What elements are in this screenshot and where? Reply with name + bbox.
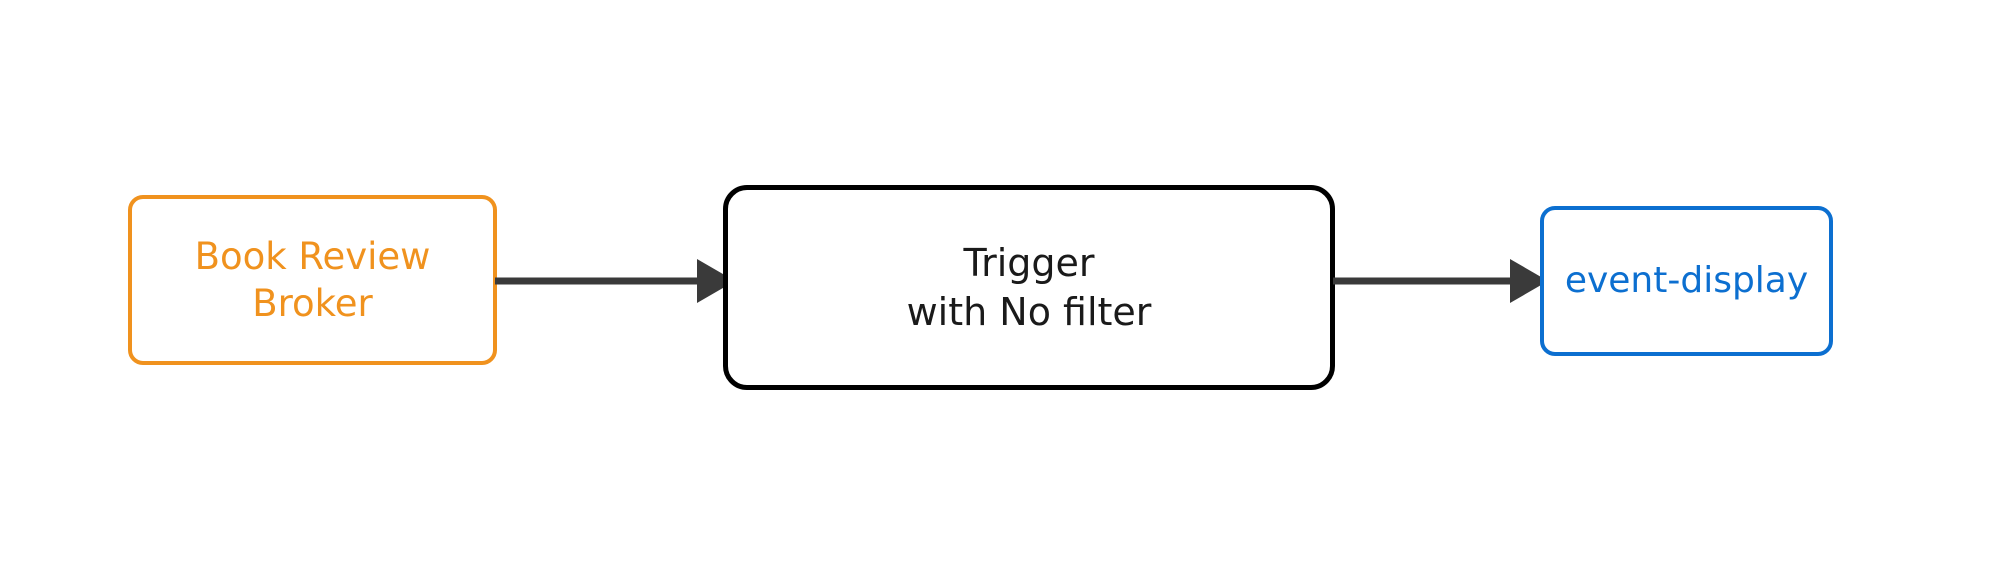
edge-broker-to-trigger [495,251,735,311]
edge-trigger-to-sink [1333,251,1548,311]
node-book-review-broker-label-line-2: Broker [252,282,373,325]
node-trigger-label-line-2: with No filter [906,289,1152,334]
node-event-display[interactable]: event-display [1540,206,1833,356]
node-book-review-broker[interactable]: Book Review Broker [128,195,497,365]
node-event-display-label: event-display [1564,259,1809,301]
node-trigger[interactable]: Trigger with No filter [723,185,1335,390]
node-trigger-label-line-1: Trigger [963,240,1095,285]
node-book-review-broker-label-line-1: Book Review [194,234,431,278]
